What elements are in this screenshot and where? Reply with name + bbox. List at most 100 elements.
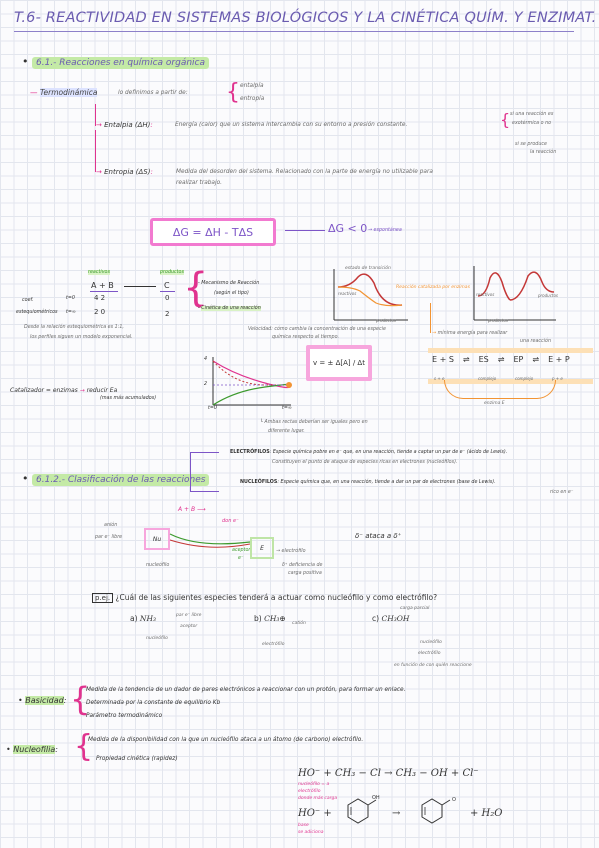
diag-nucleofilo: nucleófilo bbox=[146, 563, 170, 568]
reactants-t0: 4 2 bbox=[94, 294, 106, 302]
ring2-bond bbox=[441, 799, 451, 806]
diag-aceptor-2: e⁻ bbox=[238, 556, 244, 561]
nucleofilos-line-2: rico en e⁻ bbox=[550, 490, 574, 495]
r1-note-3: donde más carga bbox=[298, 796, 338, 801]
cycle-label: enzima E bbox=[484, 401, 505, 406]
c-note-2: nucleófilo bbox=[420, 640, 442, 645]
gibbs-formula: ΔG = ΔH - TΔS bbox=[172, 225, 254, 239]
intersection-point bbox=[286, 382, 292, 388]
option-c: c) CH₃OH bbox=[372, 614, 410, 623]
b-note-1: catión bbox=[292, 621, 306, 626]
diag-attack: δ⁻ ataca a δ⁺ bbox=[355, 532, 402, 540]
r1-note-1: nucleófilo = a bbox=[298, 782, 330, 787]
spontaneous-label: → espontánea bbox=[368, 228, 402, 233]
cycle-es: E + S bbox=[432, 355, 454, 364]
entalpia-label: → Entalpia (ΔH): bbox=[96, 121, 153, 129]
graph-y2: 2 bbox=[204, 382, 208, 387]
attack-curve-2 bbox=[169, 539, 251, 548]
option-b: b) CH₃⊕ bbox=[254, 614, 286, 623]
rate-box: v = ± Δ[A] / Δt bbox=[306, 345, 372, 381]
orange-connector bbox=[430, 303, 432, 333]
benzoic-oh: OH bbox=[372, 795, 380, 801]
tinf-label: t=∞ bbox=[66, 310, 76, 315]
r2-note-2: se adiciona bbox=[298, 830, 324, 835]
min-energy-2: una reacción bbox=[520, 339, 551, 344]
cycle-ep: E + P bbox=[548, 355, 570, 364]
spontaneous-condition: ΔG < 0 bbox=[328, 222, 368, 235]
title-underline bbox=[14, 31, 574, 32]
benzoate-o: O bbox=[452, 797, 456, 803]
gibbs-arrow bbox=[285, 230, 325, 231]
energy-reactivos-1: reactivos bbox=[338, 291, 357, 296]
product-t0: 0 bbox=[165, 294, 170, 302]
attack-curve bbox=[169, 533, 251, 545]
diag-electrofilo: → electrófilo bbox=[276, 549, 306, 554]
nucleofilia-l2: Propiedad cinética (rapidez) bbox=[96, 756, 178, 762]
termodinamica-text: lo definimos a partir de: bbox=[118, 90, 188, 96]
reactants-tinf: 2 0 bbox=[94, 308, 106, 316]
mecanismo-sub: (según el tipo) bbox=[214, 291, 249, 296]
question-tag: p.ej. bbox=[92, 593, 114, 603]
r2-note-1: base bbox=[298, 823, 309, 828]
t0-label: t=0 bbox=[66, 296, 75, 301]
basicidad-brace: { bbox=[70, 680, 91, 718]
product-eq: C bbox=[164, 281, 170, 290]
entropia-option: entropía bbox=[240, 96, 265, 102]
entropia-arrow bbox=[95, 130, 97, 172]
reaction-2-rhs: + H₂O bbox=[470, 808, 503, 819]
catalizador-text-2: (mas más acumulados) bbox=[100, 396, 157, 401]
e1-curve bbox=[337, 273, 403, 306]
benzene-ring-1 bbox=[347, 798, 369, 824]
nucleofilia-l1: Medida de la disponibilidad con la que u… bbox=[88, 737, 364, 743]
product-curve bbox=[212, 383, 291, 406]
nu-box: Nu bbox=[144, 528, 170, 550]
graph-t0: t=0 bbox=[208, 406, 217, 411]
classification-brace bbox=[190, 452, 219, 492]
reaction-arrow-top bbox=[124, 286, 156, 287]
energy-diagram-1 bbox=[333, 269, 408, 321]
a-note-3: nucleófilo bbox=[146, 636, 168, 641]
graph-note-2: diferente lugar. bbox=[268, 429, 305, 434]
electrofilos-line-2: Constituyen el punto de ataque de especi… bbox=[272, 460, 458, 465]
c-note-1: carga parcial bbox=[400, 606, 430, 611]
basicidad-l3: Parámetro termodinámico bbox=[86, 713, 163, 719]
basicidad-l1: Medida de la tendencia de un dador de pa… bbox=[86, 687, 406, 693]
gibbs-formula-box: ΔG = ΔH - TΔS bbox=[150, 218, 276, 246]
estado-transicion: estado de transición bbox=[345, 266, 391, 271]
question-line: p.ej. ¿Cuál de las siguientes especies t… bbox=[92, 593, 437, 603]
reactants-underline bbox=[90, 291, 118, 292]
entalpia-text: Energía (calor) que un sistema intercamb… bbox=[175, 122, 408, 128]
e1-catalyzed bbox=[337, 286, 403, 307]
reactant-curve-b bbox=[212, 360, 291, 386]
graph-note-1: └ Ambas rectas deberían ser iguales pero… bbox=[260, 420, 368, 425]
e2-curve-a bbox=[477, 272, 511, 301]
cycle-sub-2: complejo bbox=[478, 376, 497, 381]
energy-productos-1: productos bbox=[376, 318, 397, 323]
diag-anion: anión bbox=[104, 523, 118, 528]
cycle-ep-complex: EP bbox=[513, 355, 524, 364]
coef-label: coef. bbox=[22, 298, 34, 303]
energy-productos-3: productos bbox=[488, 318, 509, 323]
min-energy: → mínima energía para realizar bbox=[432, 331, 508, 336]
reaction-1: HO⁻ + CH₃ − Cl → CH₃ − OH + Cl⁻ bbox=[298, 768, 479, 779]
r1-note-2: electrófilo bbox=[298, 789, 321, 794]
e-label: E bbox=[260, 544, 264, 552]
c-note-4: en función de con quién reaccione bbox=[394, 663, 472, 668]
entropia-text-1: Medida del desorden del sistema. Relacio… bbox=[176, 169, 433, 175]
benzene-ring-2 bbox=[421, 798, 443, 824]
entalpia-side-4: la reacción bbox=[530, 150, 557, 155]
diag-ab: A + B ⟶ bbox=[178, 506, 206, 513]
cycle-sub-1: s + e bbox=[434, 376, 445, 381]
b-note-2: electrófilo bbox=[262, 642, 285, 647]
graph-y4: 4 bbox=[204, 357, 208, 362]
c-note-3: electrófilo bbox=[418, 651, 441, 656]
cycle-loop bbox=[444, 380, 556, 399]
attack-arrow bbox=[169, 533, 251, 548]
cycle-arrow-3: ⇌ bbox=[532, 355, 540, 364]
page-title: T.6- REACTIVIDAD EN SISTEMAS BIOLÓGICOS … bbox=[14, 10, 597, 26]
energy-reactivos-2: reactivos bbox=[476, 292, 495, 297]
cycle-sub-3: complejo bbox=[515, 376, 534, 381]
energy-productos-2: productos bbox=[538, 293, 559, 298]
note-2: los perfiles siguen un modelo exponencia… bbox=[30, 335, 133, 340]
cycle-arrow-1: ⇌ bbox=[462, 355, 470, 364]
